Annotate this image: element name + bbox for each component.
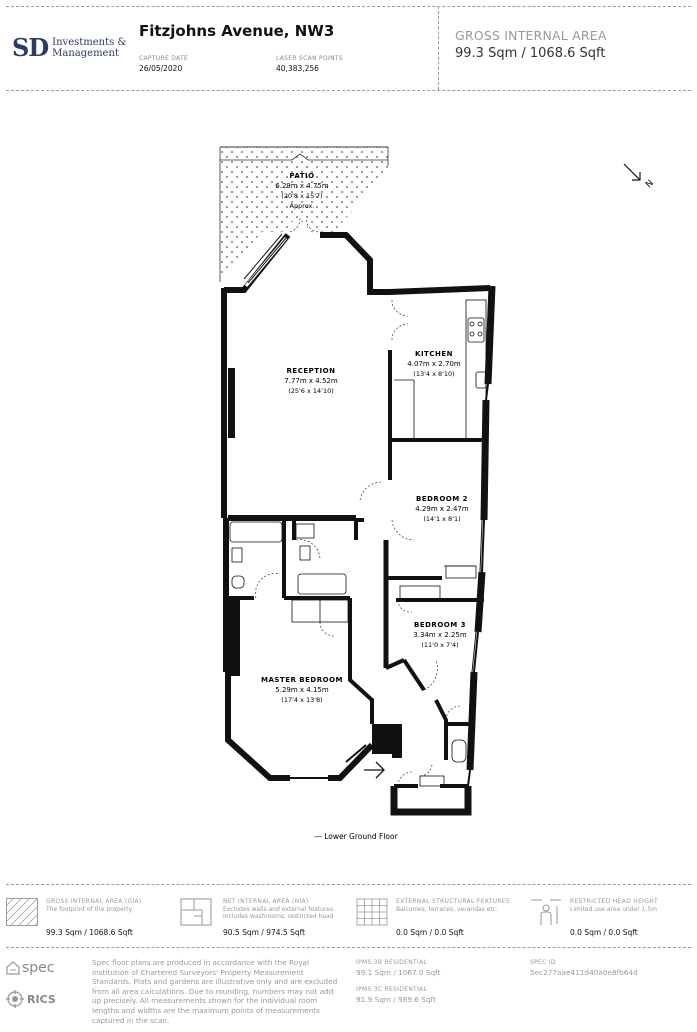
key-external: EXTERNAL STRUCTURAL FEATURES Balconies, … xyxy=(356,898,526,938)
key-title: NET INTERNAL AREA (NIA) xyxy=(223,898,309,905)
disclaimer-line: up precisely. All measurements shown for… xyxy=(92,996,318,1006)
scan-points-label: LASER SCAN POINTS xyxy=(276,55,343,62)
spec-id-value: 5ec277aae411d40a0e8fb64d xyxy=(530,968,638,977)
room-name: KITCHEN xyxy=(415,350,453,358)
patio-area xyxy=(219,146,389,282)
room-master-bedroom: MASTER BEDROOM 5.29m x 4.15m (17'4 x 13'… xyxy=(261,676,343,704)
floor-label: — Lower Ground Floor xyxy=(314,832,398,841)
ipms3c-label: IPMS 3C RESIDENTIAL xyxy=(356,986,428,993)
floor-plan: PATIO 6.29m x 4.75m (20'8 x 15'7) Approx… xyxy=(219,146,496,841)
room-name: RECEPTION xyxy=(287,367,336,375)
key-title: GROSS INTERNAL AREA (GIA) xyxy=(46,898,142,905)
room-bedroom-3: BEDROOM 3 3.34m x 2.25m (11'0 x 7'4) xyxy=(413,621,467,649)
ipms3b-value: 99.1 Sqm / 1067.0 Sqft xyxy=(356,968,441,977)
room-name: BEDROOM 2 xyxy=(416,495,468,503)
key-desc: Balconies, terraces, verandas etc. xyxy=(396,906,498,913)
spec-id-label: SPEC ID xyxy=(530,959,556,966)
key-restricted: RESTRICTED HEAD HEIGHT Limited use area … xyxy=(530,898,690,938)
property-address: Fitzjohns Avenue, NW3 xyxy=(139,22,335,40)
room-imperial: (11'0 x 7'4) xyxy=(421,641,458,649)
capture-date: 26/05/2020 xyxy=(139,64,183,73)
disclaimer: Spec floor plans are produced in accorda… xyxy=(92,958,342,1025)
key-desc: Includes washrooms, restricted head xyxy=(223,913,334,920)
room-kitchen: KITCHEN 4.07m x 2.70m (13'4 x 8'10) xyxy=(407,350,461,378)
room-imperial: (20'8 x 15'7) xyxy=(281,192,322,200)
rics-logo-text: RICS xyxy=(27,992,56,1006)
rics-logo-icon xyxy=(6,990,24,1008)
room-dims: 4.07m x 2.70m xyxy=(407,360,461,368)
room-patio: PATIO 6.29m x 4.75m (20'8 x 15'7) Approx… xyxy=(275,172,329,210)
room-note: Approx. xyxy=(290,202,315,210)
key-value: 0.0 Sqm / 0.0 Sqft xyxy=(396,928,464,937)
disclaimer-line: Institution of Chartered Surveyors' Prop… xyxy=(92,967,304,977)
ipms3b-label: IPMS 3B RESIDENTIAL xyxy=(356,959,428,966)
rics-logo: RICS xyxy=(6,990,56,1008)
room-bedroom-2: BEDROOM 2 4.29m x 2.47m (14'1 x 8'1) xyxy=(415,495,469,523)
compass-n-label: N xyxy=(644,178,656,190)
room-imperial: (13'4 x 8'10) xyxy=(413,370,454,378)
disclaimer-line: Standards. Plots and gardens are illustr… xyxy=(92,977,338,987)
walls xyxy=(221,232,496,816)
grid-icon xyxy=(356,898,388,926)
spec-logo-text: spec xyxy=(22,960,55,976)
key-value: 0.0 Sqm / 0.0 Sqft xyxy=(570,928,638,937)
key-desc: The footprint of the property. xyxy=(46,906,134,913)
north-compass-icon: N xyxy=(623,163,656,190)
room-reception: RECEPTION 7.77m x 4.52m (25'6 x 14'10) xyxy=(284,367,338,395)
nia-plan-icon xyxy=(180,898,212,926)
key-gia: GROSS INTERNAL AREA (GIA) The footprint … xyxy=(6,898,176,938)
room-dims: 3.34m x 2.25m xyxy=(413,631,467,639)
gia-hatch-icon xyxy=(6,898,38,926)
scan-points: 40,383,256 xyxy=(276,64,319,73)
room-dims: 7.77m x 4.52m xyxy=(284,377,338,385)
logo-line2: Management xyxy=(52,47,119,59)
room-imperial: (17'4 x 13'8) xyxy=(281,696,322,704)
room-imperial: (25'6 x 14'10) xyxy=(288,387,334,395)
head-height-icon xyxy=(531,899,561,925)
spec-logo-icon xyxy=(6,961,20,975)
key-value: 99.3 Sqm / 1068.6 Sqft xyxy=(46,928,133,937)
key-value: 90.5 Sqm / 974.5 Sqft xyxy=(223,928,306,937)
key-desc: Excludes walls and external features. xyxy=(223,906,335,913)
room-name: MASTER BEDROOM xyxy=(261,676,343,684)
room-dims: 5.29m x 4.15m xyxy=(275,686,329,694)
disclaimer-line: Spec floor plans are produced in accorda… xyxy=(92,958,310,967)
ipms3c-value: 91.9 Sqm / 989.6 Sqft xyxy=(356,995,436,1004)
capture-date-label: CAPTURE DATE xyxy=(139,55,189,62)
disclaimer-line: captured in the scan. xyxy=(92,1015,170,1025)
room-name: BEDROOM 3 xyxy=(414,621,466,629)
room-dims: 6.29m x 4.75m xyxy=(275,182,329,190)
key-title: RESTRICTED HEAD HEIGHT xyxy=(570,898,658,905)
logo-line1: Investments & xyxy=(52,36,127,48)
windows xyxy=(243,233,489,673)
company-logo: SD Investments & Management xyxy=(12,33,126,62)
door-swings xyxy=(255,217,461,787)
gia-value: 99.3 Sqm / 1068.6 Sqft xyxy=(455,46,606,61)
room-dims: 4.29m x 2.47m xyxy=(415,505,469,513)
spec-logo: spec xyxy=(6,960,55,976)
room-name: PATIO xyxy=(289,172,314,180)
key-nia: NET INTERNAL AREA (NIA) Excludes walls a… xyxy=(180,898,355,938)
disclaimer-line: lengths and widths are the maximum point… xyxy=(92,1005,320,1015)
key-desc: Limited use area under 1.5m xyxy=(570,906,657,913)
room-imperial: (14'1 x 8'1) xyxy=(423,515,460,523)
logo-mark: SD xyxy=(12,33,49,62)
gia-label: GROSS INTERNAL AREA xyxy=(455,28,607,43)
key-title: EXTERNAL STRUCTURAL FEATURES xyxy=(396,898,510,905)
disclaimer-line: from all area calculations. Due to round… xyxy=(92,986,334,996)
